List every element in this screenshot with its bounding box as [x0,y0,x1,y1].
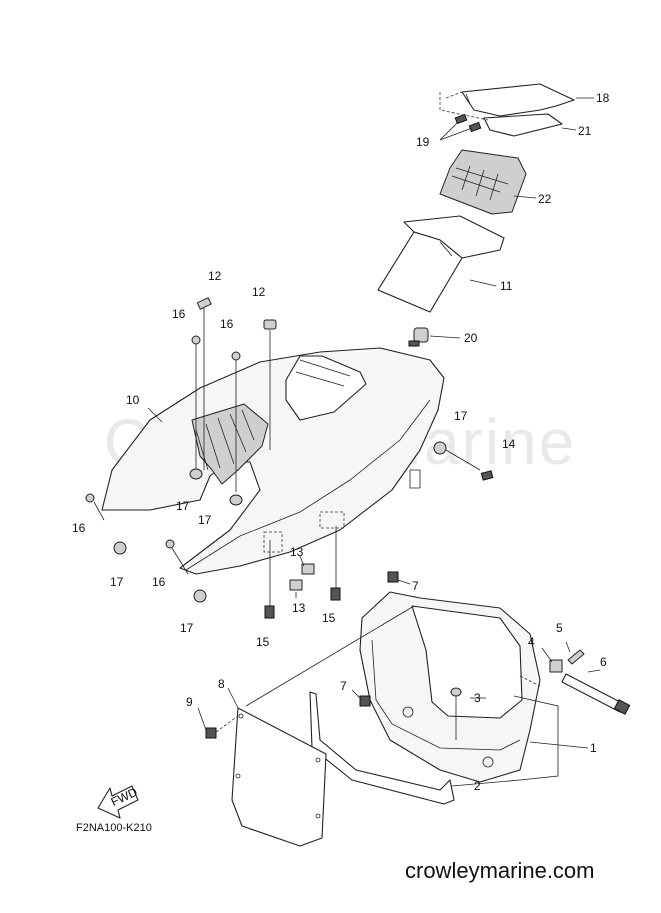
callout-21[interactable]: 21 [578,124,592,138]
part-9-screw[interactable] [205,727,217,739]
diagram-code: F2NA100-K210 [76,822,152,834]
callout-17e[interactable]: 17 [454,409,468,423]
part-16-bolt-c[interactable] [85,493,95,503]
callout-20[interactable]: 20 [464,331,478,345]
part-20-clip[interactable] [408,327,429,347]
callout-17a[interactable]: 17 [176,499,190,513]
callout-3[interactable]: 3 [474,691,481,705]
callout-13b[interactable]: 13 [292,601,306,615]
callout-9[interactable]: 9 [186,695,193,709]
callout-8[interactable]: 8 [218,677,225,691]
part-3-grommet[interactable] [450,687,462,697]
part-8-plate[interactable] [231,707,327,847]
part-16-bolt-b[interactable] [231,351,241,492]
callout-2[interactable]: 2 [474,779,481,793]
part-17-grommet-b[interactable] [229,494,243,506]
part-18-cover[interactable] [461,83,575,117]
part-22-tray[interactable] [439,149,527,215]
part-5-bolt[interactable] [567,649,585,665]
part-16-bolt-a[interactable] [191,335,201,470]
part-2-seal[interactable] [309,691,455,805]
callout-19[interactable]: 19 [416,135,430,149]
part-11-storage-bin[interactable] [377,215,505,313]
part-12-nut-a[interactable] [196,297,212,310]
part-15-screw-b[interactable] [330,587,341,601]
callout-16a[interactable]: 16 [172,307,186,321]
part-16-bolt-d[interactable] [165,539,175,549]
callout-18[interactable]: 18 [596,91,610,105]
callout-17b[interactable]: 17 [198,513,212,527]
callout-14[interactable]: 14 [502,437,516,451]
callout-22[interactable]: 22 [538,192,552,206]
part-13-clip-b[interactable] [289,579,303,591]
part-7-screw-b[interactable] [359,695,371,707]
callout-12b[interactable]: 12 [252,285,266,299]
callout-6[interactable]: 6 [600,655,607,669]
callout-5[interactable]: 5 [556,621,563,635]
callout-7b[interactable]: 7 [340,679,347,693]
part-21-gasket[interactable] [483,113,563,137]
callout-1[interactable]: 1 [590,741,597,755]
part-4-bracket[interactable] [549,659,563,673]
callout-10[interactable]: 10 [126,393,140,407]
part-12-nut-b[interactable] [263,319,277,330]
part-10-hood[interactable] [101,347,445,575]
part-17-grommet-e[interactable] [433,441,447,455]
part-17-grommet-a[interactable] [189,468,203,480]
part-15-screw-a[interactable] [264,605,275,619]
part-13-clip-a[interactable] [301,563,315,575]
callout-7a[interactable]: 7 [412,579,419,593]
callout-17c[interactable]: 17 [110,575,124,589]
callout-17d[interactable]: 17 [180,621,194,635]
footer-site-link[interactable]: crowleymarine.com [405,858,595,883]
callout-12a[interactable]: 12 [208,269,222,283]
callout-15a[interactable]: 15 [256,635,270,649]
part-19-fasteners[interactable] [454,113,482,133]
callout-4[interactable]: 4 [528,635,535,649]
part-14-screw[interactable] [480,470,494,481]
callout-11[interactable]: 11 [500,279,513,293]
callout-16b[interactable]: 16 [220,317,234,331]
callout-13a[interactable]: 13 [290,545,304,559]
part-17-grommet-c[interactable] [113,541,127,555]
part-1-lower-housing[interactable] [359,591,541,783]
callout-16d[interactable]: 16 [152,575,166,589]
part-7-screw-a[interactable] [387,571,399,583]
callout-15b[interactable]: 15 [322,611,336,625]
part-17-grommet-d[interactable] [193,589,207,603]
part-6-strap[interactable] [561,673,631,715]
fwd-arrow: FWD [97,785,140,819]
callout-16c[interactable]: 16 [72,521,86,535]
